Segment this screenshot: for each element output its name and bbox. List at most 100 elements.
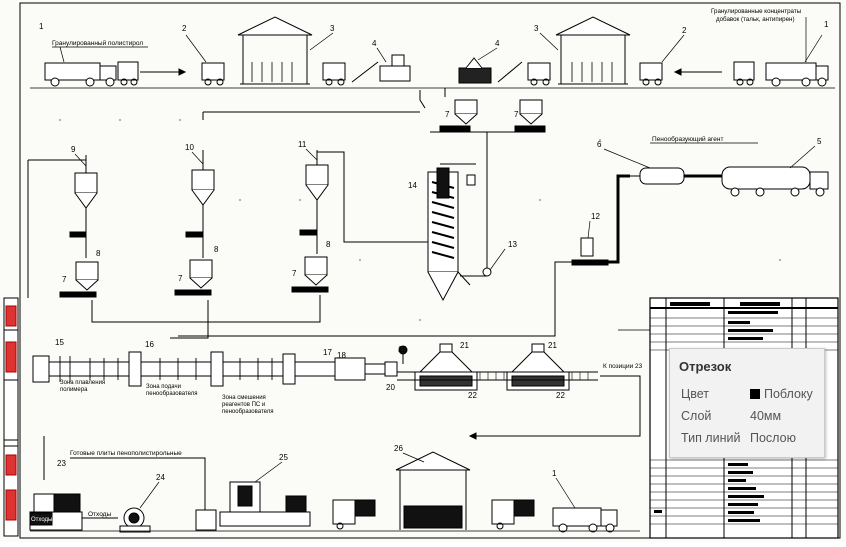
drawing-frame — [19, 2, 841, 539]
loader-4-right — [458, 57, 492, 84]
svg-text:8: 8 — [326, 240, 331, 249]
svg-text:15: 15 — [55, 338, 64, 347]
screw-mixer-14 — [427, 163, 476, 302]
tooltip-panel: Отрезок Цвет Поблоку Слой 40мм Тип линий… — [669, 348, 825, 458]
hopper-10 — [174, 169, 215, 296]
svg-text:7: 7 — [514, 110, 519, 119]
conveyor — [351, 61, 379, 83]
svg-text:1: 1 — [552, 469, 557, 478]
top-left-loader-2 — [201, 62, 225, 86]
label-waste-2: Отходы — [31, 517, 52, 523]
hopper-11 — [291, 164, 329, 293]
tooltip-label-color: Цвет — [681, 387, 710, 401]
label-concentrates: Гранулированные концентраты — [711, 8, 802, 15]
pump-12 — [571, 237, 609, 266]
num-2b: 2 — [682, 26, 687, 35]
tooltip-value-color: Поблоку — [750, 387, 813, 401]
svg-text:20: 20 — [386, 383, 395, 392]
tooltip-label-linetype: Тип линий — [681, 431, 741, 445]
loader-bottom — [332, 499, 376, 530]
hopper-9 — [59, 172, 99, 298]
valve-13 — [482, 267, 492, 277]
num-4b: 4 — [495, 39, 500, 48]
svg-text:23: 23 — [57, 459, 66, 468]
foaming-agent-tank-6 — [630, 167, 722, 185]
svg-text:24: 24 — [156, 473, 165, 482]
label-to-position: К позиции 23 — [603, 363, 643, 370]
svg-text:22: 22 — [468, 391, 477, 400]
svg-text:12: 12 — [591, 212, 600, 221]
truck-bottom-1 — [552, 507, 618, 533]
unit-23 — [29, 493, 83, 531]
conveyor-right — [497, 61, 523, 83]
svg-text:7: 7 — [445, 110, 450, 119]
top-left-loader-3b — [322, 62, 346, 86]
color-swatch — [750, 389, 760, 399]
twin-hoppers — [439, 99, 546, 133]
press-25 — [195, 481, 311, 531]
svg-text:7: 7 — [178, 274, 183, 283]
svg-text:10: 10 — [185, 143, 194, 152]
tank-truck-5 — [721, 166, 829, 197]
top-right-loader-2 — [639, 62, 663, 86]
tooltip-title: Отрезок — [679, 359, 732, 374]
svg-text:22: 22 — [556, 391, 565, 400]
num-4a: 4 — [372, 39, 377, 48]
svg-text:18: 18 — [337, 351, 346, 360]
top-left-truck — [44, 61, 139, 87]
svg-text:8: 8 — [96, 249, 101, 258]
num-3b: 3 — [534, 24, 539, 33]
svg-text:11: 11 — [298, 140, 307, 149]
svg-text:6: 6 — [597, 140, 602, 149]
top-right-loader-3b — [527, 62, 551, 86]
num-1b: 1 — [824, 20, 829, 29]
num-2a: 2 — [182, 24, 187, 33]
warehouse-26 — [395, 451, 471, 530]
label-polystyrene: Гранулированный полистирол — [52, 39, 143, 47]
svg-text:пенообразователя: пенообразователя — [146, 391, 198, 397]
num-3a: 3 — [330, 24, 335, 33]
roller-conveyor-22 — [397, 371, 598, 381]
svg-text:26: 26 — [394, 444, 403, 453]
svg-text:5: 5 — [817, 137, 822, 146]
label-foaming-agent: Пенообразующий агент — [652, 135, 723, 143]
tooltip-value-linetype: Послою — [750, 431, 796, 445]
svg-text:25: 25 — [279, 453, 288, 462]
svg-text:14: 14 — [408, 181, 417, 190]
cooling-unit-21a — [414, 343, 478, 391]
svg-text:реагентов ПС и: реагентов ПС и — [222, 402, 265, 408]
svg-text:9: 9 — [71, 145, 76, 154]
warehouse-3-right — [555, 16, 631, 85]
svg-text:добавок (тальк, антипирен): добавок (тальк, антипирен) — [716, 16, 795, 23]
svg-text:8: 8 — [214, 245, 219, 254]
left-stamp — [3, 297, 19, 537]
loader-bottom-2 — [491, 499, 535, 530]
top-right-truck — [733, 61, 829, 87]
num-1a: 1 — [39, 22, 44, 31]
svg-text:21: 21 — [460, 341, 469, 350]
svg-text:13: 13 — [508, 240, 517, 249]
svg-text:17: 17 — [323, 348, 332, 357]
svg-text:полимера: полимера — [60, 387, 88, 393]
svg-text:21: 21 — [548, 341, 557, 350]
svg-text:16: 16 — [145, 340, 154, 349]
svg-text:19: 19 — [398, 345, 407, 354]
label-waste: Отходы — [88, 511, 111, 518]
extruder-line — [32, 351, 398, 387]
loader-4-left — [379, 54, 411, 82]
tooltip-value-layer: 40мм — [750, 409, 782, 423]
label-zone-feeding: Зона подачи — [146, 384, 181, 390]
tooltip-label-layer: Слой — [681, 409, 712, 423]
cooling-unit-21b — [506, 343, 570, 391]
tooltip-color-text: Поблоку — [764, 387, 813, 401]
svg-text:пенообразователя: пенообразователя — [222, 409, 274, 415]
label-zone-melting: Зона плавления — [60, 380, 105, 386]
svg-text:7: 7 — [292, 269, 297, 278]
crusher-24 — [119, 507, 151, 533]
label-ready-plates: Готовые плиты пенополистирольные — [70, 450, 182, 457]
svg-text:7: 7 — [62, 275, 67, 284]
label-zone-mixing: Зона смешения — [222, 395, 266, 401]
warehouse-3-left — [237, 16, 313, 85]
